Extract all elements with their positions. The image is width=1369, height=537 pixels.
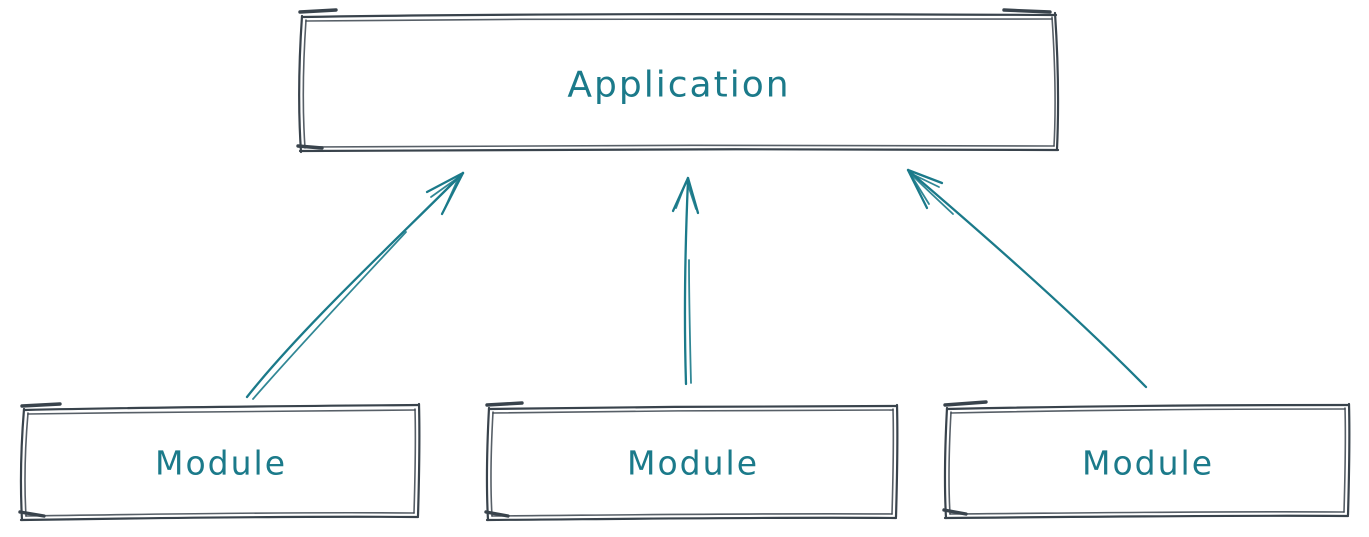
module-right-node-box <box>942 400 1351 520</box>
arrowhead <box>425 171 465 194</box>
sketch-tick <box>20 402 62 408</box>
module-right-node-label: Module <box>1082 443 1214 483</box>
sketch-tick <box>485 401 524 407</box>
sketch-tick <box>298 8 338 14</box>
module-center-node-box <box>484 401 899 522</box>
sketch-tick <box>484 510 510 518</box>
edge-arrow-left <box>245 171 465 400</box>
module-left-node-box <box>18 402 421 522</box>
application-node-box <box>296 8 1060 154</box>
sketch-tick <box>296 144 324 150</box>
arrowhead <box>906 168 944 185</box>
module-center-node-label: Module <box>627 443 759 483</box>
module-left-node-label: Module <box>155 443 287 483</box>
sketch-tick <box>943 400 988 407</box>
edge-arrow-right <box>906 168 1148 389</box>
sketch-tick <box>1002 8 1052 14</box>
edge-arrow-center <box>671 176 700 386</box>
sketch-tick <box>942 508 968 516</box>
sketch-tick <box>18 510 46 518</box>
application-node-label: Application <box>567 64 791 106</box>
